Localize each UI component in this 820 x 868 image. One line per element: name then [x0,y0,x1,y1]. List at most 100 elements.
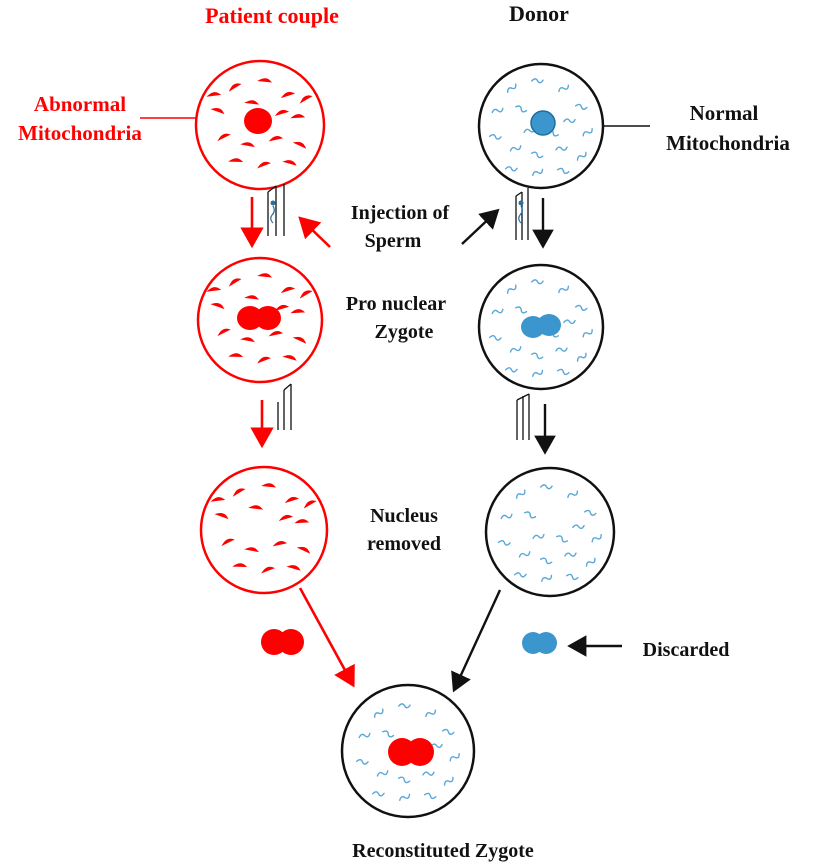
abnormal-mitochondria-label-line2: Mitochondria [18,121,142,145]
abnormal-mitochondrion [217,133,231,142]
normal-mitochondrion [531,78,544,84]
normal-mitochondrion [488,133,502,140]
normal-mitochondrion [491,107,504,114]
donor-discarded-pronuclei [522,632,557,654]
enucleation-pipette-icon [277,383,292,430]
normal-mitochondrion [576,151,587,161]
normal-mitochondrion [515,489,526,499]
abnormal-mitochondrion [257,78,273,83]
abnormal-mitochondrion [206,92,222,97]
abnormal-mitochondrion [206,287,222,292]
abnormal-mitochondrion [292,141,307,149]
normal-mitochondrion [564,552,577,557]
discarded-label: Discarded [643,639,730,661]
abnormal-mitochondrion [286,565,301,571]
normal-mitochondrion [582,329,593,338]
normal-mitochondrion [425,709,437,718]
abnormal-mitochondrion [228,83,242,92]
injection-pipette-icon [515,188,529,240]
normal-mitochondrion [355,758,369,765]
normal-mitochondrion [563,319,576,325]
nucleus-removed-label-line2: removed [367,533,441,555]
enucleation-pipette-icon [516,393,530,440]
normal-mitochondrion [373,708,384,718]
patient-extracted-pronuclei [261,629,304,655]
abnormal-mitochondrion [232,563,248,568]
normal-mitochondria-label-line2: Mitochondria [666,131,790,155]
abnormal-mitochondrion [278,514,294,521]
normal-mitochondrion [371,791,385,797]
injection-label-line1: Injection of [351,202,450,224]
normal-mitochondrion [539,557,553,565]
normal-mitochondrion [540,484,553,490]
normal-mitochondrion [572,524,585,530]
abnormal-mitochondrion [292,336,307,344]
normal-mitochondrion [509,145,522,152]
normal-mitochondrion [558,84,570,93]
abnormal-mitochondrion [257,273,273,278]
normal-mitochondrion [504,166,518,172]
abnormal-mitochondrion [294,519,310,524]
normal-mitochondrion [449,753,460,762]
normal-mitochondrion [541,574,553,583]
abnormal-mitochondrion [248,505,264,510]
abnormal-mitochondrion [299,95,313,104]
abnormal-mitochondrion [210,108,225,115]
abnormal-mitochondrion [221,538,235,547]
abnormal-mitochondrion [280,286,296,294]
normal-mitochondrion [556,368,570,376]
abnormal-mitochondrion [272,541,288,547]
reconstituted-zygote-cell [340,683,476,819]
patient-zygote-cell [196,256,324,384]
normal-mitochondrion [583,509,597,516]
normal-mitochondrion [399,793,411,802]
donor-heading: Donor [509,1,569,26]
normal-mitochondrion [555,347,568,352]
abnormal-mitochondrion [244,547,259,553]
abnormal-mitochondrion [244,100,260,105]
normal-mitochondrion [513,572,527,578]
abnormal-mitochondrion [280,91,296,99]
abnormal-mitochondrion [228,158,244,163]
abnormal-mitochondrion [210,303,225,310]
injection-arrow-to-donor [461,208,500,245]
normal-mitochondrion [524,511,537,519]
normal-mitochondrion [397,776,411,784]
abnormal-mitochondrion [232,488,246,497]
abnormal-mitochondrion [210,497,226,502]
normal-mitochondrion [591,534,602,543]
normal-mitochondria-label-line1: Normal [690,101,759,125]
normal-mitochondrion [556,167,570,175]
normal-mitochondrion [515,105,528,113]
donor-enucleated-cell [484,466,616,598]
pronuclear-label-line1: Pro nuclear [346,293,446,315]
normal-mitochondrion [515,306,528,314]
abnormal-mitochondrion [290,114,306,119]
abnormal-mitochondrion [290,309,306,314]
normal-mitochondrion [443,776,454,786]
abnormal-mitochondrion [240,337,255,343]
patient-oocyte-cell [194,59,326,191]
patient-enucleated-cell [199,465,329,595]
nucleus-removed-label-line1: Nucleus [370,505,438,527]
patient-pronuclei [237,306,281,330]
normal-mitochondrion [500,513,513,520]
abnormal-mitochondrion [284,496,300,504]
normal-mitochondrion [532,369,544,378]
normal-mitochondrion [563,118,576,124]
abnormal-mitochondrion [228,278,242,287]
sperm-icon [270,200,276,224]
abnormal-mitochondrion [257,161,271,169]
normal-mitochondrion [532,533,545,540]
abnormal-mitochondrion [268,136,284,142]
donor-zygote-cell [477,263,605,391]
abnormal-mitochondrion [282,160,297,166]
donor-pronuclei [521,314,561,338]
donor-oocyte-cell [477,62,605,190]
normal-mitochondrion [497,539,511,546]
normal-mitochondrion [398,703,411,709]
abnormal-mitochondrion [282,355,297,361]
normal-mitochondrion [531,279,544,285]
normal-mitochondrion [504,367,518,373]
